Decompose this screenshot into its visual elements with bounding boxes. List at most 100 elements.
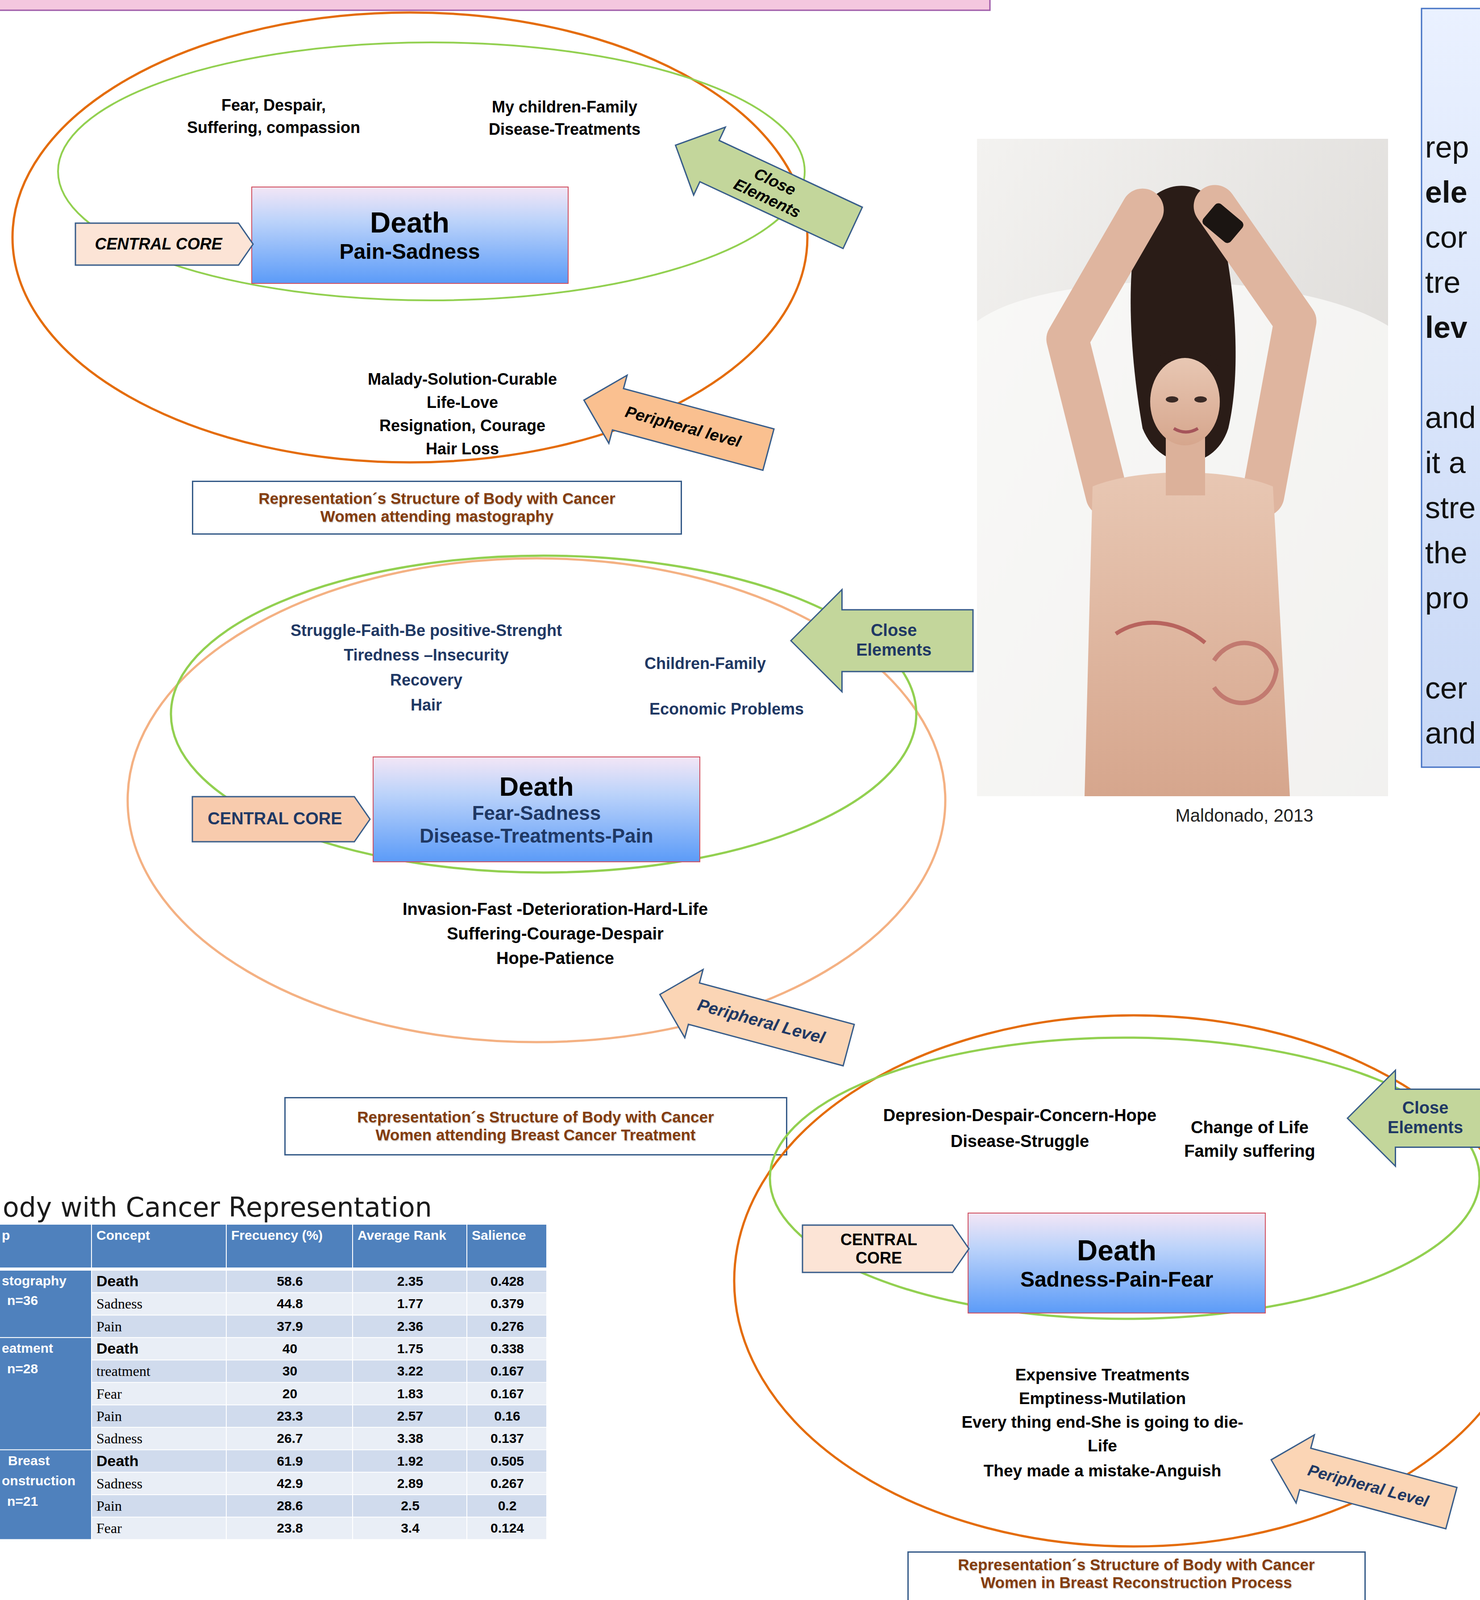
header-cell [91, 1224, 226, 1268]
text-slot: Recovery [390, 670, 463, 690]
table-cell-fill [226, 1427, 353, 1450]
table-cell-fill [467, 1427, 547, 1450]
text-stack: CENTRAL CORE [207, 809, 342, 829]
text-stack: CENTRAL CORE [95, 234, 223, 254]
pointer-shape [1262, 1425, 1461, 1543]
table-cell: 3.4 [400, 1520, 420, 1537]
table-cell-fill [353, 1360, 467, 1382]
text-stack: DeathPain-Sadness [339, 206, 481, 265]
core-term: Death [1076, 1234, 1157, 1268]
table-cell-fill [353, 1427, 467, 1450]
table-cell-fill [467, 1360, 547, 1382]
table-cell: 0.124 [490, 1520, 524, 1537]
close-term: Fear, Despair, [221, 95, 326, 115]
label-slot: 0.379 [490, 1296, 524, 1312]
label-slot: eatment [1, 1340, 54, 1357]
panel-fragment: and [1425, 399, 1476, 435]
pointer-shape [650, 960, 858, 1080]
pointer-label: Close [1402, 1098, 1449, 1119]
caption-line: Women attending Breast Cancer Treatment [375, 1126, 696, 1144]
text-stack: DeathSadness-Pain-Fear [1020, 1234, 1214, 1293]
text-slot: ele [1425, 174, 1468, 210]
text-slot: Depresion-Despair-Concern-Hope [883, 1105, 1157, 1126]
text-stack: CENTRALCORE [840, 1230, 918, 1268]
table-cell: Sadness [96, 1295, 143, 1313]
panel-fill [1421, 8, 1480, 768]
peripheral-term: Resignation, Courage [379, 416, 546, 435]
right-arm [1214, 206, 1296, 496]
label-slot: 23.8 [276, 1520, 303, 1537]
table-cell-fill [226, 1383, 353, 1405]
table-cell-fill [91, 1383, 226, 1405]
header-cell [467, 1224, 547, 1268]
pointer-label: CENTRAL [840, 1230, 918, 1249]
pointer-label: Close [870, 620, 917, 641]
label-slot: 3.38 [397, 1430, 424, 1447]
text-slot: Malady-Solution-Curable [367, 370, 558, 389]
table-cell-fill [353, 1292, 467, 1315]
peripheral-pointer: Peripheral Level [650, 960, 859, 1080]
text-slot: Resignation, Courage [379, 416, 546, 435]
table-cell-fill [353, 1450, 467, 1472]
table-cell-fill [226, 1495, 353, 1517]
text-stack: Representation´s Structure of Body with … [957, 1555, 1315, 1593]
peripheral-term: Hope-Patience [496, 948, 615, 969]
lips [1173, 428, 1198, 433]
panel-fragment: pro [1425, 580, 1469, 616]
pointer-label: CORE [855, 1248, 903, 1268]
panel-fragment: cor [1425, 219, 1468, 255]
text-slot: Suffering, compassion [187, 118, 361, 137]
text-stack: Representation´s Structure of Body with … [258, 489, 616, 526]
caption-line: Representation´s Structure of Body with … [357, 1108, 714, 1127]
eye [1165, 396, 1179, 403]
wristband [1200, 201, 1246, 245]
core-box: DeathFear-SadnessDisease-Treatments-Pain [372, 756, 701, 863]
table-header: Concept [96, 1227, 150, 1244]
text-stack: CloseElements [856, 620, 932, 660]
pointer-shape [1347, 1070, 1480, 1167]
text-panel: repelecortrelevandit astretheprocerand [1421, 8, 1480, 768]
group-cell-fill [0, 1450, 92, 1539]
group-cell: onstruction [1, 1473, 76, 1489]
label-slot: 0.338 [490, 1341, 524, 1357]
text-slot: stre [1425, 490, 1476, 525]
core-fill [373, 756, 700, 862]
table-header: p [1, 1227, 10, 1244]
torso [1084, 472, 1290, 797]
close-term: Disease-Struggle [950, 1131, 1090, 1152]
peripheral-term: Life-Love [426, 393, 499, 412]
table-cell-fill [91, 1292, 226, 1315]
table-cell: Death [96, 1272, 139, 1291]
hair-front [1150, 348, 1222, 393]
peripheral-pointer: Peripheral level [574, 365, 779, 485]
core-pointer: CENTRAL CORE [191, 796, 371, 843]
pointer-label: Elements [1387, 1118, 1464, 1138]
ring-line [734, 1015, 1480, 1547]
label-slot: 26.7 [276, 1430, 303, 1447]
caption-frame [284, 1097, 787, 1155]
pointer-shape [659, 111, 869, 262]
table-cell: 23.3 [276, 1408, 303, 1425]
label-slot: 28.6 [276, 1498, 303, 1514]
table-cell: 0.2 [498, 1498, 517, 1514]
table-cell-fill [91, 1338, 226, 1360]
close-term: Tiredness –Insecurity [343, 645, 509, 665]
table-cell-fill [226, 1472, 353, 1495]
close-term: My children-Family [491, 97, 638, 117]
group-cell: eatment [1, 1340, 54, 1357]
label-slot: Death [96, 1452, 139, 1470]
peripheral-term: Hair Loss [425, 439, 499, 458]
table-header: Frecuency (%) [231, 1227, 323, 1244]
table-header: Salience [471, 1227, 527, 1244]
group-cell-fill [0, 1338, 92, 1450]
caption-box: Representation´s Structure of Body with … [284, 1097, 788, 1156]
core-term: Pain-Sadness [339, 239, 481, 264]
text-slot: Struggle-Faith-Be positive-Strenght [290, 621, 562, 640]
table-cell: Death [96, 1452, 139, 1470]
table-cell-fill [353, 1383, 467, 1405]
pointer-shape [75, 223, 254, 266]
label-slot: 0.428 [490, 1273, 524, 1290]
pointer-label: Elements [856, 640, 932, 661]
table-cell: 1.92 [397, 1453, 424, 1469]
label-slot: 0.137 [490, 1430, 524, 1447]
